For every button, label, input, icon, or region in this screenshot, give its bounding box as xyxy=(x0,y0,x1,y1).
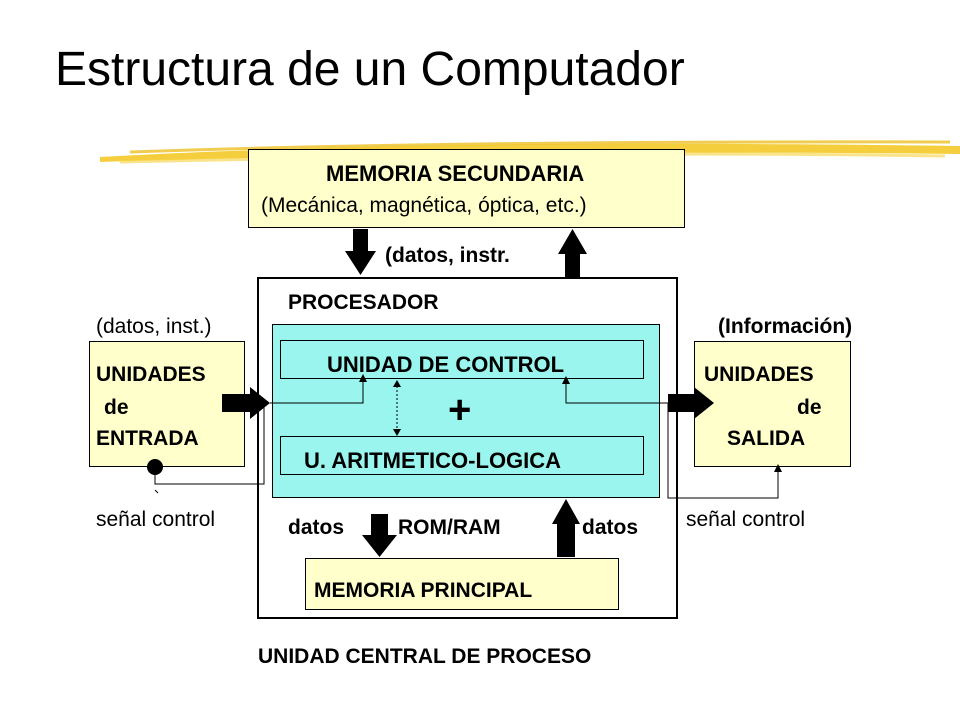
plus-sign: + xyxy=(448,388,472,432)
salida-box xyxy=(694,341,851,467)
arrow-down-mem-principal xyxy=(362,514,397,557)
page-title: Estructura de un Computador xyxy=(55,43,685,96)
memoria-secundaria-title: MEMORIA SECUNDARIA xyxy=(326,161,585,186)
connector-control-salida xyxy=(565,380,668,404)
memoria-principal-label: MEMORIA PRINCIPAL xyxy=(314,579,533,602)
rom-ram-label: ROM/RAM xyxy=(398,516,501,539)
entrada-line1: UNIDADES xyxy=(96,363,206,386)
cpu-caption: UNIDAD CENTRAL DE PROCESO xyxy=(258,645,592,668)
entrada-line3: ENTRADA xyxy=(96,427,199,450)
salida-signal-label: señal control xyxy=(686,508,806,531)
salida-signal-line xyxy=(667,403,779,499)
salida-line1: UNIDADES xyxy=(704,363,814,386)
entrada-signal-line xyxy=(154,403,265,485)
unidad-control-label: UNIDAD DE CONTROL xyxy=(327,352,565,377)
arrow-up-mem-principal xyxy=(552,499,580,557)
memoria-principal-box xyxy=(305,558,619,610)
alu-label: U. ARITMETICO-LOGICA xyxy=(304,448,562,473)
salida-caption: (Información) xyxy=(718,315,853,338)
connector-entrada-control xyxy=(270,380,364,404)
arrow-cpu-to-salida xyxy=(668,387,714,419)
arrow-entrada-to-cpu xyxy=(222,387,270,419)
entrada-caption: (datos, inst.) xyxy=(96,315,212,338)
entrada-box xyxy=(89,341,245,467)
arrow-down-mem-sec xyxy=(345,229,376,275)
procesador-label: PROCESADOR xyxy=(288,291,439,314)
memoria-secundaria-subtitle: (Mecánica, magnética, óptica, etc.) xyxy=(261,194,587,217)
salida-line3: SALIDA xyxy=(727,427,806,450)
unidad-control-box xyxy=(280,340,644,379)
salida-line2: de xyxy=(797,396,822,419)
entrada-line2: de xyxy=(104,396,129,419)
datos-right-label: datos xyxy=(582,516,639,539)
entrada-signal-label: señal control xyxy=(96,508,216,531)
datos-left-label: datos xyxy=(288,516,345,539)
alu-box xyxy=(280,436,644,475)
datos-instr-label: (datos, instr. xyxy=(385,244,510,267)
memoria-secundaria-box xyxy=(248,149,685,228)
arrow-up-mem-sec xyxy=(558,229,587,277)
